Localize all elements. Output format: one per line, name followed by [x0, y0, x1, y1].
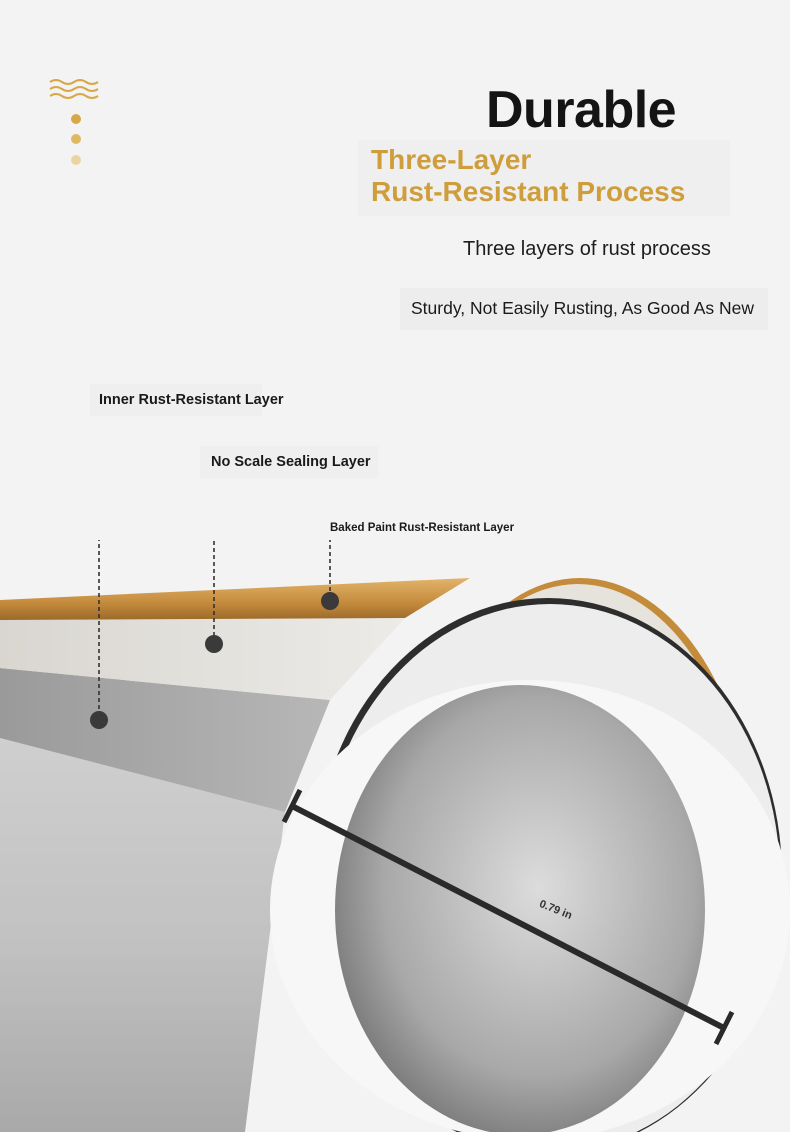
description-line-1: Three layers of rust process	[463, 238, 711, 260]
subtitle-line-1: Three-Layer	[371, 144, 532, 175]
subtitle-line-2: Rust-Resistant Process	[371, 176, 686, 207]
label-no-scale-layer: No Scale Sealing Layer	[211, 454, 371, 470]
tagline: Sturdy, Not Easily Rusting, As Good As N…	[411, 298, 755, 318]
tagline-background	[400, 288, 768, 330]
pipe-illustration	[0, 540, 790, 1132]
wave-icon	[49, 79, 99, 99]
subtitle: Three-Layer Rust-Resistant Process	[371, 144, 685, 208]
dot-indicator-icon	[71, 155, 81, 165]
dot-indicator-icon	[71, 134, 81, 144]
label-background	[200, 446, 378, 478]
subtitle-background	[358, 140, 730, 216]
dot-indicator-icon	[71, 114, 81, 124]
page-title: Durable	[486, 81, 677, 139]
label-background	[90, 384, 262, 416]
label-baked-paint-layer: Baked Paint Rust-Resistant Layer	[330, 522, 515, 534]
label-inner-layer: Inner Rust-Resistant Layer	[99, 392, 284, 408]
